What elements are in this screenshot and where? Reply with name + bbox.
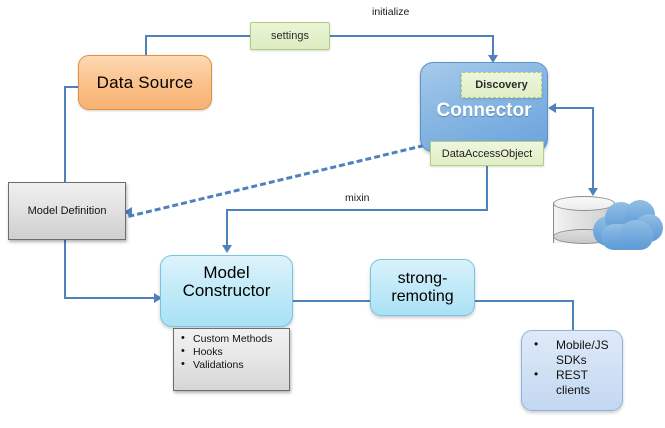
list-item: Validations: [180, 358, 285, 372]
node-data-source[interactable]: Data Source: [78, 55, 212, 110]
edge-connector-db-vertical: [592, 107, 594, 190]
edge-strongremoting-to-clients-vertical: [572, 300, 574, 332]
edge-datasource-left-horizontal: [64, 86, 80, 88]
strong-remoting-label-line1: strong-: [397, 269, 448, 287]
list-item: Custom Methods: [180, 332, 285, 346]
strong-remoting-label: strong- remoting: [391, 270, 453, 305]
list-item: Mobile/JS SDKs: [526, 337, 618, 368]
edge-datasource-to-settings-vertical: [145, 35, 147, 57]
edge-mixin-horizontal: [226, 209, 488, 211]
strong-remoting-label-line2: remoting: [391, 287, 454, 305]
list-item: Hooks: [180, 345, 285, 359]
connector-label: Connector: [436, 100, 532, 121]
cloud-icon: [589, 198, 665, 254]
arrow-into-connector-right: [548, 103, 556, 113]
model-constructor-label-line1: Model: [203, 262, 250, 282]
settings-label: settings: [271, 30, 309, 42]
edge-mixin-down-vertical: [226, 209, 228, 247]
data-source-label: Data Source: [96, 72, 194, 92]
arrow-into-database: [588, 188, 598, 196]
arrow-into-model-constructor-top: [222, 245, 232, 253]
node-model-constructor[interactable]: Model Constructor: [160, 255, 293, 327]
edge-mc-to-strongremoting: [292, 300, 371, 302]
node-discovery[interactable]: Discovery: [461, 72, 542, 98]
edge-connector-to-model-definition-dashed: [128, 139, 442, 218]
node-model-definition[interactable]: Model Definition: [8, 182, 126, 240]
edge-to-model-constructor-horizontal: [64, 297, 156, 299]
model-constructor-feature-list: Custom Methods Hooks Validations: [173, 328, 290, 391]
model-constructor-label: Model Constructor: [182, 262, 271, 301]
edge-settings-to-connector-vertical: [492, 35, 494, 57]
node-strong-remoting[interactable]: strong- remoting: [370, 259, 475, 316]
edge-dao-down-vertical: [486, 165, 488, 211]
edge-settings-to-connector-horizontal: [329, 35, 494, 37]
edge-label-initialize: initialize: [372, 6, 410, 18]
node-clients[interactable]: Mobile/JS SDKs REST clients: [521, 330, 623, 411]
list-item: REST clients: [526, 367, 618, 398]
cloud-lobe: [619, 220, 653, 250]
model-definition-label: Model Definition: [27, 205, 107, 217]
discovery-label: Discovery: [475, 79, 528, 91]
edge-datasource-to-settings-horizontal: [145, 35, 251, 37]
feature-list: Custom Methods Hooks Validations: [180, 332, 285, 372]
edge-label-mixin: mixin: [345, 192, 370, 204]
model-constructor-label-line2: Constructor: [182, 281, 271, 300]
edge-strongremoting-to-clients-horizontal: [474, 300, 574, 302]
node-data-access-object[interactable]: DataAccessObject: [430, 141, 544, 166]
arrow-into-model-definition-dashed: [124, 207, 132, 217]
edge-connector-db-horizontal: [556, 107, 594, 109]
data-access-object-label: DataAccessObject: [441, 147, 533, 160]
clients-list: Mobile/JS SDKs REST clients: [526, 337, 618, 398]
arrow-into-model-constructor-left: [154, 293, 162, 303]
node-settings[interactable]: settings: [250, 22, 330, 50]
arrow-into-connector-top: [488, 55, 498, 63]
